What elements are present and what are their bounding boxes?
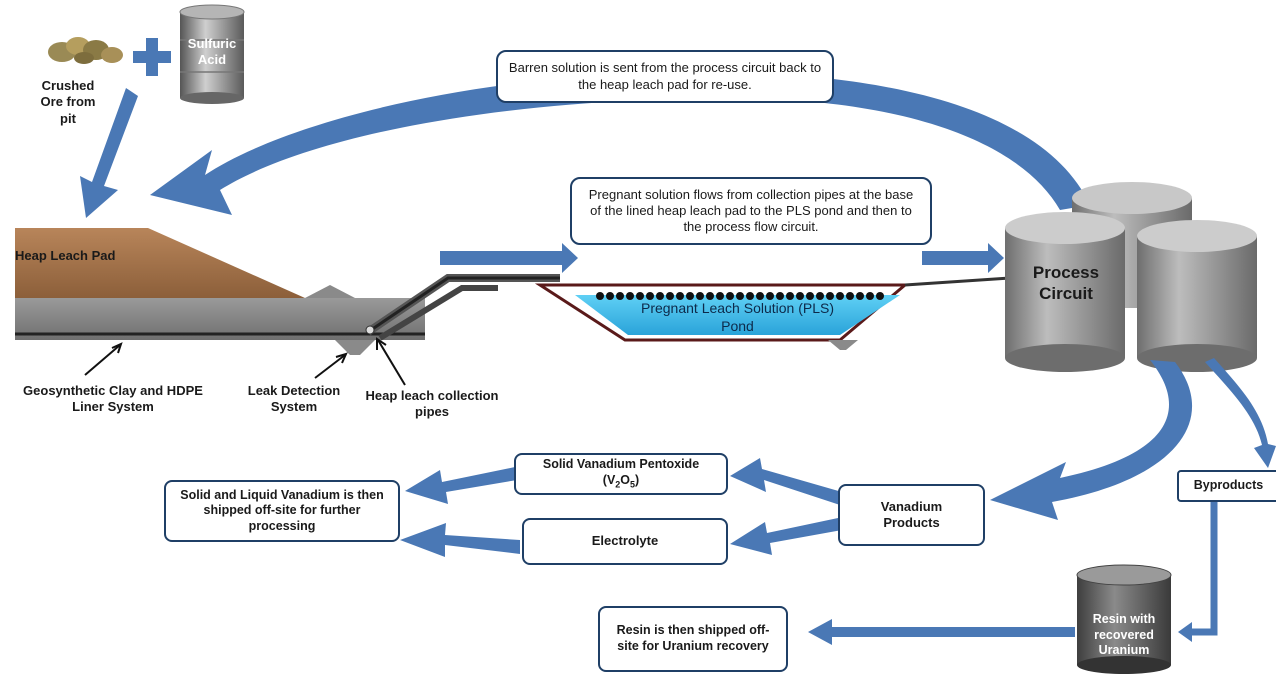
circuit-to-byproducts-arrow bbox=[1205, 358, 1276, 468]
flow-to-circuit-arrow bbox=[922, 243, 1004, 273]
collection-pipes-label: Heap leach collection pipes bbox=[365, 388, 499, 420]
plus-icon bbox=[133, 38, 171, 76]
resin-drum-icon bbox=[1076, 564, 1172, 674]
circuit-to-vanadium-arrow bbox=[990, 360, 1193, 520]
ore-to-heap-arrow bbox=[80, 88, 138, 218]
byproducts-box: Byproducts bbox=[1177, 470, 1276, 502]
ore-rocks-icon bbox=[48, 37, 123, 64]
v2o5-text: Solid Vanadium Pentoxide bbox=[542, 457, 700, 472]
pond-label: Pregnant Leach Solution (PLS) Pond bbox=[640, 300, 834, 334]
process-circuit-label: Process Circuit bbox=[1032, 263, 1100, 304]
leak-detection-mound bbox=[305, 285, 355, 298]
v2o5-to-shipped-arrow bbox=[405, 467, 517, 504]
byproducts-to-resin-line bbox=[1188, 500, 1218, 636]
resin-drum-label: Resin with recovered Uranium bbox=[1092, 612, 1156, 658]
acid-label: Sulfuric Acid bbox=[187, 36, 237, 68]
vanadium-products-box: Vanadium Products bbox=[838, 484, 985, 546]
resin-shipped-box: Resin is then shipped off-site for Urani… bbox=[598, 606, 788, 672]
heap-leach-pad-shape bbox=[15, 228, 305, 298]
barren-solution-note: Barren solution is sent from the process… bbox=[496, 50, 834, 103]
leak-detection-label: Leak Detection System bbox=[247, 383, 341, 415]
liner-label: Geosynthetic Clay and HDPE Liner System bbox=[23, 383, 203, 415]
pls-pond bbox=[534, 276, 1011, 350]
electrolyte-box: Electrolyte bbox=[522, 518, 728, 565]
electrolyte-to-shipped-arrow bbox=[400, 523, 520, 557]
v2o5-formula: (V2O5) bbox=[602, 472, 640, 490]
leak-detection-sump bbox=[335, 340, 375, 355]
vp-to-v2o5-arrow bbox=[730, 458, 842, 505]
pregnant-solution-note: Pregnant solution flows from collection … bbox=[570, 177, 932, 245]
heap-pad-label: Heap Leach Pad bbox=[15, 248, 116, 263]
vanadium-shipped-box: Solid and Liquid Vanadium is then shippe… bbox=[164, 480, 400, 542]
flow-to-pond-arrow bbox=[440, 243, 578, 273]
v2o5-box: Solid Vanadium Pentoxide (V2O5) bbox=[514, 453, 728, 495]
vp-to-electrolyte-arrow bbox=[730, 518, 842, 555]
ore-label: Crushed Ore from pit bbox=[40, 78, 96, 126]
label-pointers bbox=[84, 337, 406, 386]
resin-to-shipped-arrow bbox=[808, 619, 1075, 645]
acid-drum-icon bbox=[179, 4, 245, 104]
process-circuit-tanks bbox=[1005, 182, 1257, 372]
barren-return-arrow bbox=[150, 71, 1090, 216]
collection-pipe bbox=[365, 274, 560, 341]
